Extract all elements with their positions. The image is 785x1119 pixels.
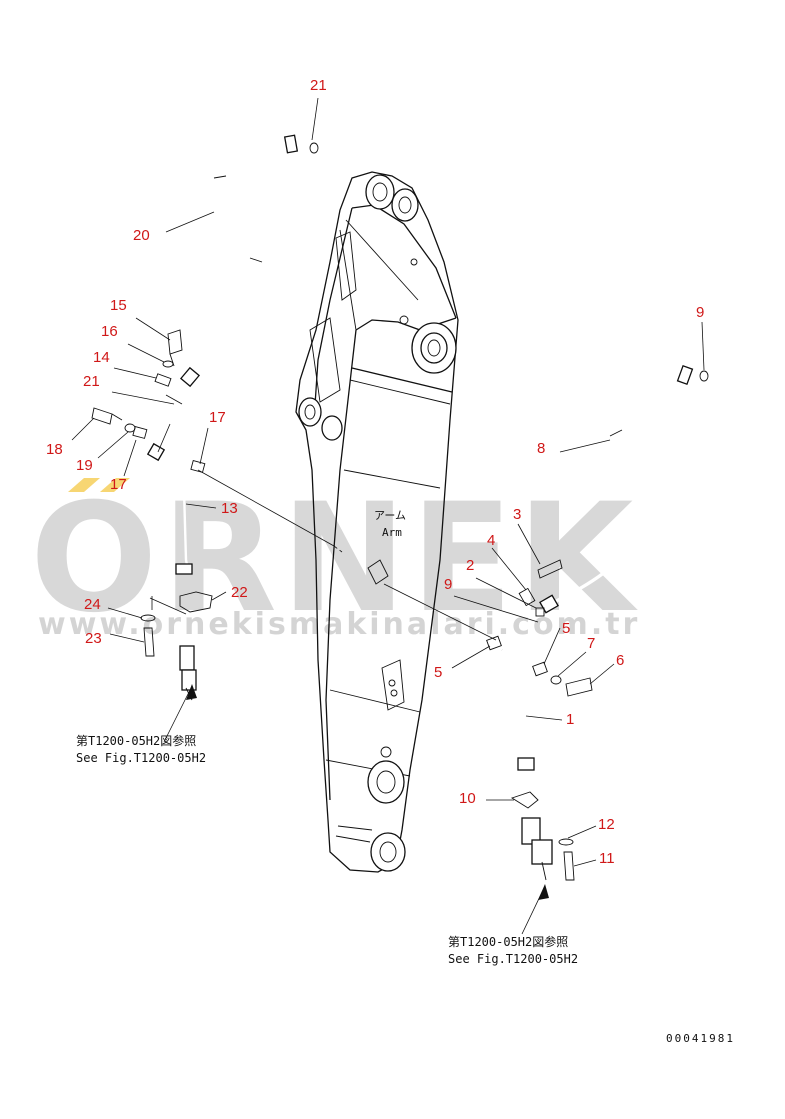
bolt-6 xyxy=(565,677,593,697)
hose-8 xyxy=(539,364,694,614)
callout-9-top: 9 xyxy=(696,304,704,321)
callout-24: 24 xyxy=(84,596,101,613)
clamp-5-right xyxy=(532,661,548,677)
callout-leaders xyxy=(71,97,705,867)
reference-note-right: 第T1200-05H2図参照 See Fig.T1200-05H2 xyxy=(448,934,578,966)
arm-label-en: Arm xyxy=(382,526,402,539)
clamp-14 xyxy=(154,373,172,387)
right-bracket-assembly xyxy=(486,559,593,881)
clamp-17-right xyxy=(190,460,206,473)
arm-body xyxy=(295,171,459,873)
clamp-22 xyxy=(179,591,213,613)
o-ring-9-top xyxy=(699,370,709,382)
clamp-10 xyxy=(510,791,539,809)
valve-body-right xyxy=(531,839,553,865)
callout-12: 12 xyxy=(598,816,615,833)
alignment-lines xyxy=(149,394,497,641)
callout-16: 16 xyxy=(101,323,118,340)
callout-17-left: 17 xyxy=(110,476,127,493)
callout-20: 20 xyxy=(133,227,150,244)
callout-numbers: 21 20 15 16 14 21 18 19 17 17 13 24 23 2… xyxy=(46,77,704,867)
fitting-3 xyxy=(537,559,563,579)
fitting-4 xyxy=(518,587,536,607)
callout-15: 15 xyxy=(110,297,127,314)
watermark-accent-right xyxy=(100,478,130,492)
callout-1: 1 xyxy=(566,711,574,728)
valve-body-left xyxy=(181,669,197,691)
watermark: ORNEK www.ornekismakinalari.com.tr xyxy=(30,472,640,646)
reference-note-right-en: See Fig.T1200-05H2 xyxy=(448,952,578,966)
arm-label: アーム Arm xyxy=(374,509,406,539)
watermark-brand: ORNEK xyxy=(30,472,638,646)
bolt-15 xyxy=(167,329,183,355)
callout-13: 13 xyxy=(221,500,238,517)
washer-16 xyxy=(162,360,174,368)
bolt-11 xyxy=(563,851,575,881)
callout-14: 14 xyxy=(93,349,110,366)
watermark-accent-left xyxy=(68,478,100,492)
callout-9-mid: 9 xyxy=(444,576,452,593)
callout-8: 8 xyxy=(537,440,545,457)
callout-5-left: 5 xyxy=(434,664,442,681)
bolt-23 xyxy=(143,627,155,657)
callout-21-mid: 21 xyxy=(83,373,100,390)
washer-7 xyxy=(550,675,562,685)
callout-21-top: 21 xyxy=(310,77,327,94)
callout-6: 6 xyxy=(616,652,624,669)
seal-2 xyxy=(535,607,545,617)
reference-arrows xyxy=(163,684,549,935)
callout-23: 23 xyxy=(85,630,102,647)
callout-18: 18 xyxy=(46,441,63,458)
bolt-18 xyxy=(91,407,113,425)
document-number: 00041981 xyxy=(666,1032,735,1045)
valve-fitting-right xyxy=(521,817,541,845)
reference-note-left: 第T1200-05H2図参照 See Fig.T1200-05H2 xyxy=(76,733,206,765)
clamp-17-left xyxy=(132,426,148,439)
callout-19: 19 xyxy=(76,457,93,474)
callout-17-right: 17 xyxy=(209,409,226,426)
callout-22: 22 xyxy=(231,584,248,601)
callout-7: 7 xyxy=(587,635,595,652)
o-ring-21-top xyxy=(309,142,319,154)
reference-note-left-en: See Fig.T1200-05H2 xyxy=(76,751,206,765)
callout-10: 10 xyxy=(459,790,476,807)
callout-5-right: 5 xyxy=(562,620,570,637)
callout-4: 4 xyxy=(487,532,495,549)
washer-19 xyxy=(124,423,136,433)
hose-20 xyxy=(179,134,299,388)
arm-label-jp: アーム xyxy=(374,509,406,522)
callout-3: 3 xyxy=(513,506,521,523)
callout-2: 2 xyxy=(466,557,474,574)
washer-12 xyxy=(558,838,574,846)
tube-1 xyxy=(501,649,535,771)
callout-11: 11 xyxy=(599,850,615,867)
reference-note-left-jp: 第T1200-05H2図参照 xyxy=(76,733,196,748)
reference-note-right-jp: 第T1200-05H2図参照 xyxy=(448,934,568,949)
watermark-url: www.ornekismakinalari.com.tr xyxy=(38,607,640,642)
valve-fitting-left xyxy=(179,645,195,671)
